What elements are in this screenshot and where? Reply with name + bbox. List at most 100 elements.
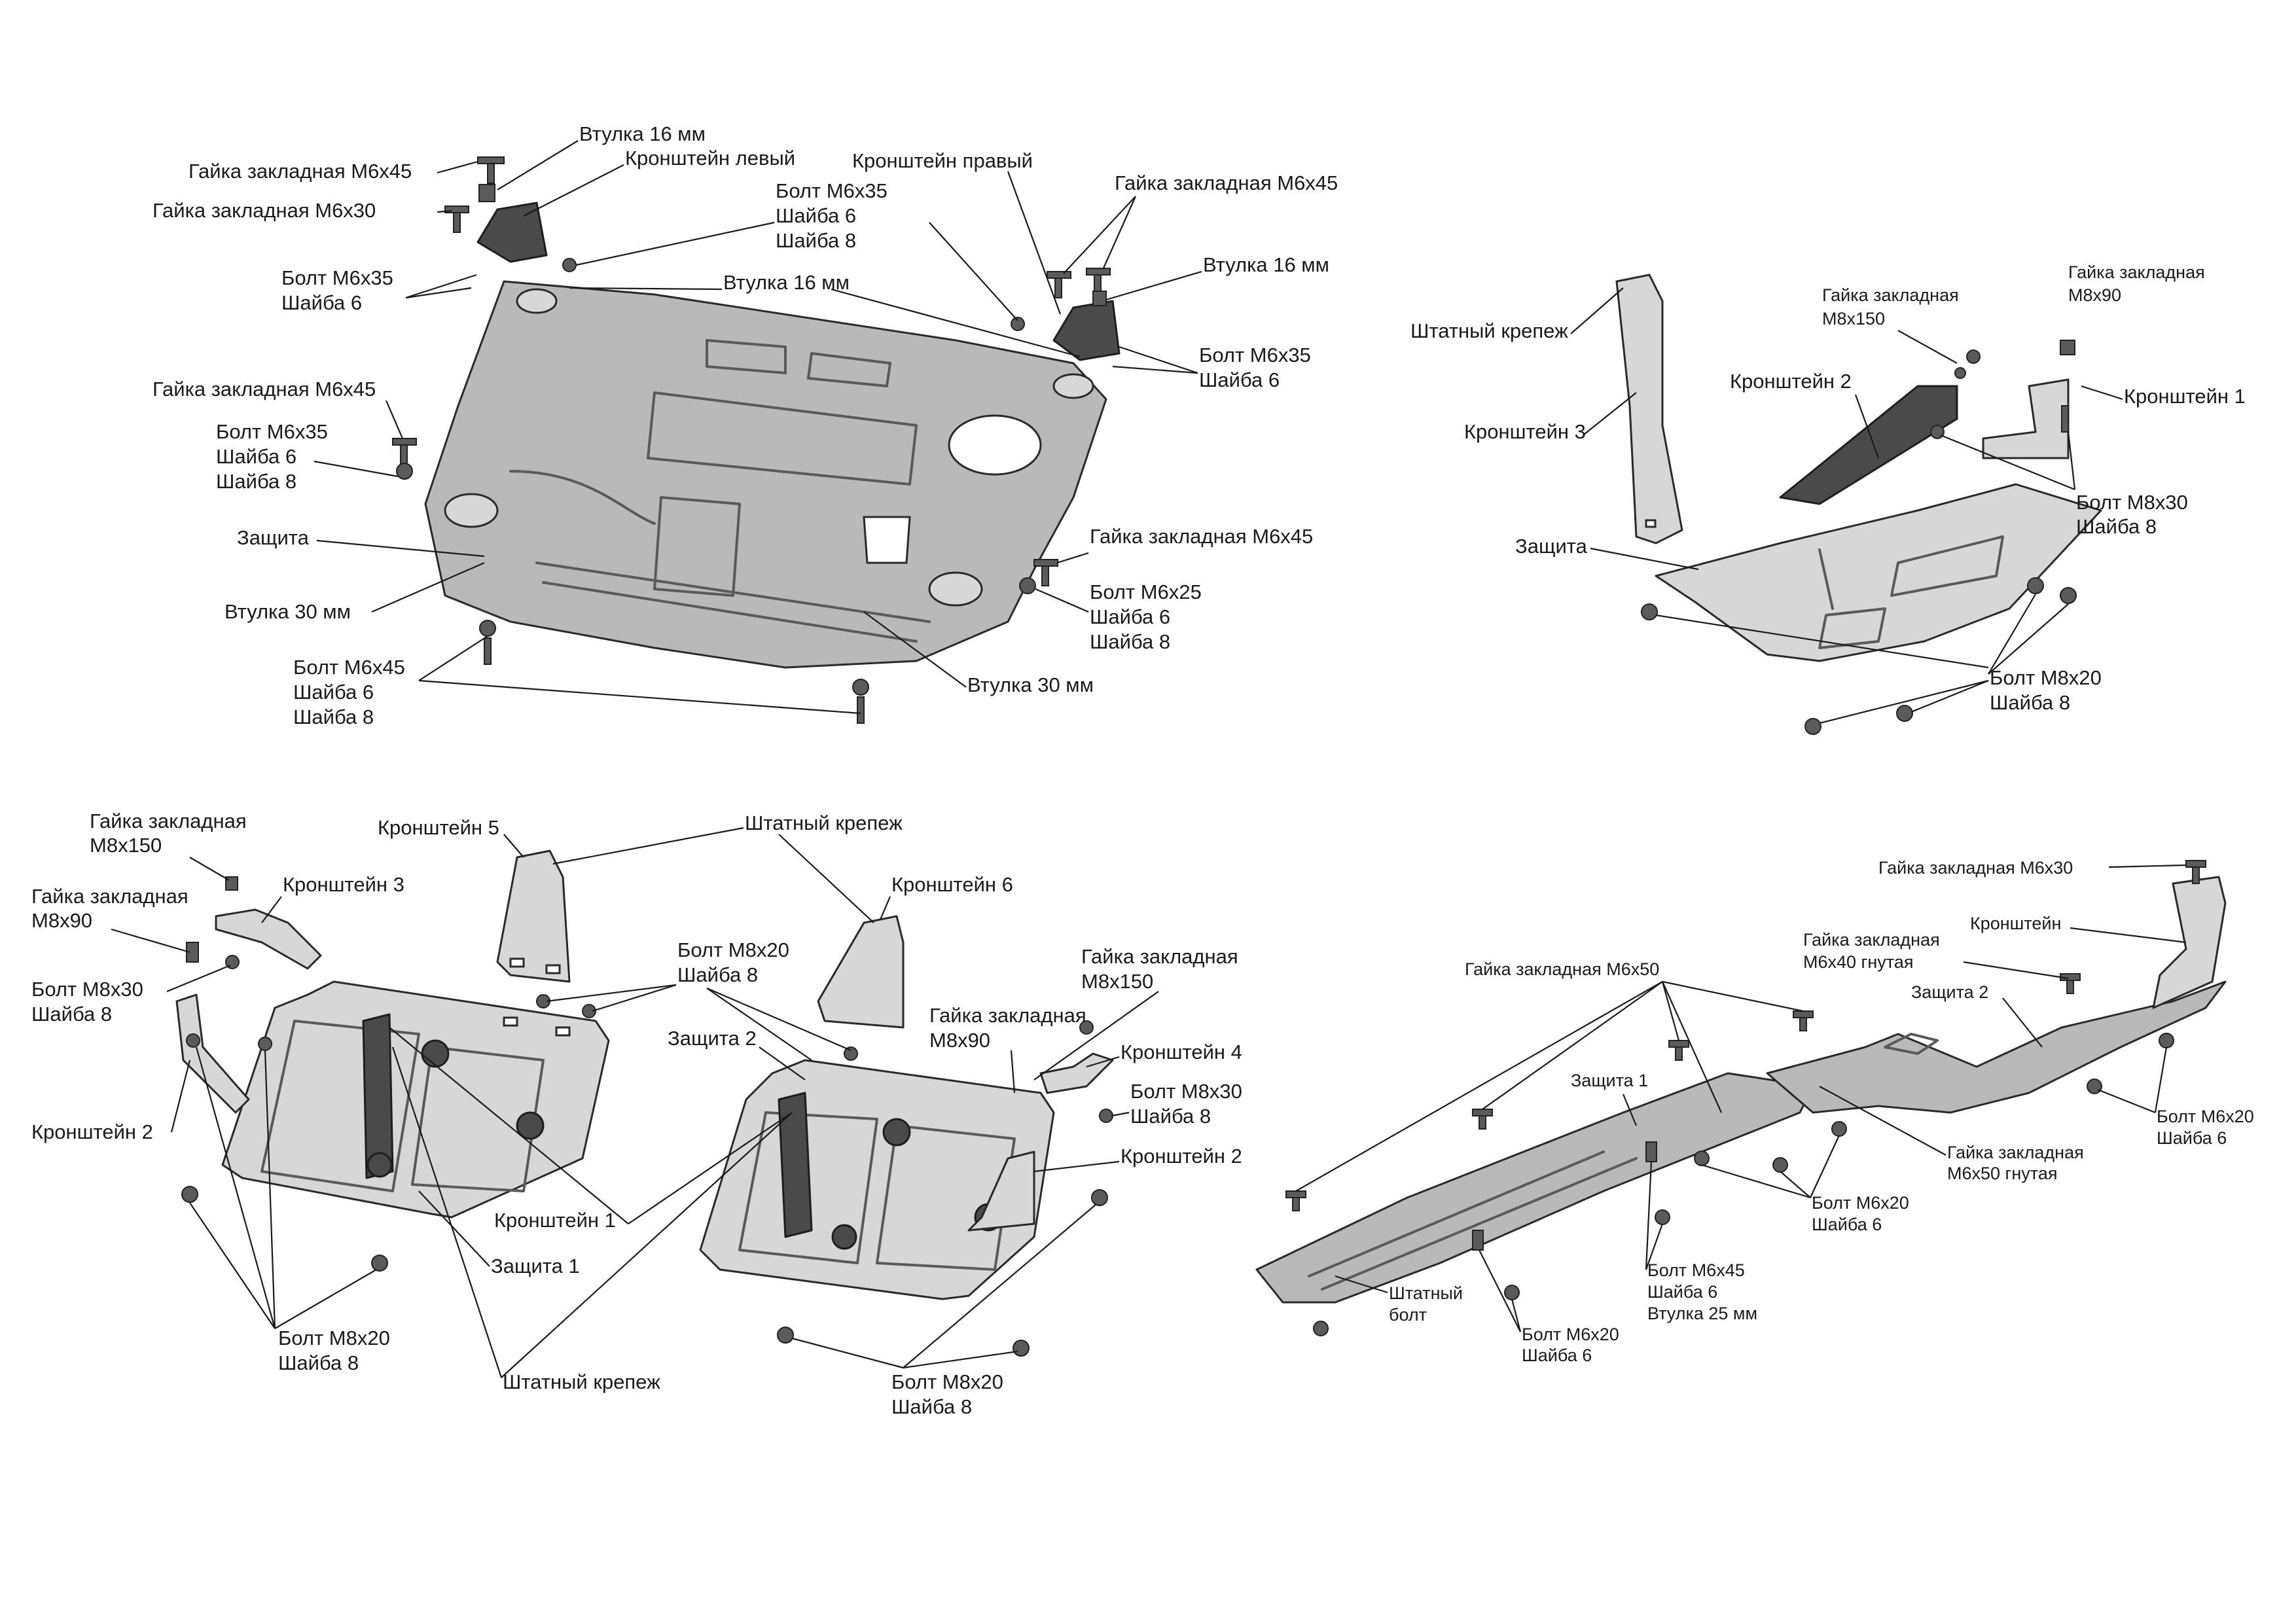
label-nut-bent-a1: Гайка закладная xyxy=(1803,930,1940,950)
label-nut-bl-c1: Гайка закладная xyxy=(929,1004,1086,1027)
label-std-bolt-1: Штатный xyxy=(1389,1283,1463,1303)
label-nut-m6x50: Гайка закладная М6х50 xyxy=(1465,959,1659,979)
label-bushing-25: Втулка 25 мм xyxy=(1647,1304,1757,1323)
label-bracket-2-tr: Кронштейн 2 xyxy=(1730,370,1852,393)
bracket-1-top xyxy=(1982,378,2070,459)
label-nut-tr-b2: М8х90 xyxy=(2068,285,2121,305)
label-washer-8-bl-c: Шайба 8 xyxy=(278,1351,359,1374)
label-nut-tr-a1: Гайка закладная xyxy=(1822,285,1959,305)
label-washer-8-bl-a: Шайба 8 xyxy=(677,963,758,986)
label-washer-8-d: Шайба 8 xyxy=(216,470,296,493)
label-bolt-m8x30-tr: Болт М8х30 xyxy=(2076,491,2188,514)
label-washer-6-c: Шайба 6 xyxy=(1199,368,1280,391)
label-skid-plate-tr: Защита xyxy=(1515,535,1588,558)
label-bolt-m6x20-br-c: Болт М6х20 xyxy=(1522,1325,1619,1344)
label-nut-bent-a2: М6х40 гнутая xyxy=(1803,952,1914,972)
label-nut-bl-d1: Гайка закладная xyxy=(1081,945,1238,968)
bracket-2-br xyxy=(967,1150,1035,1232)
label-washer-6-br-d: Шайба 6 xyxy=(1522,1346,1592,1365)
label-washer-8-tr: Шайба 8 xyxy=(2076,515,2157,538)
label-washer-8-bl-d: Шайба 8 xyxy=(891,1395,972,1418)
label-bolt-m6x45-br: Болт М6х45 xyxy=(1647,1260,1745,1280)
label-nut-bent-b1: Гайка закладная xyxy=(1947,1143,2084,1162)
label-nut-m6x45-a: Гайка закладная М6х45 xyxy=(188,160,412,183)
label-washer-6-b: Шайба 6 xyxy=(281,291,362,314)
engine-plate-labels: Гайка закладная М6х45 Втулка 16 мм Кронш… xyxy=(152,122,1338,728)
label-std-fastener-tr: Штатный крепеж xyxy=(1410,319,1568,342)
label-bolt-m8x20-bl-c: Болт М8х20 xyxy=(891,1370,1003,1393)
label-bolt-m8x20-tr: Болт М8х20 xyxy=(1990,666,2102,689)
engine-skid-plate-assembly xyxy=(392,156,1121,724)
label-nut-tr-a2: М8х150 xyxy=(1822,309,1885,329)
label-washer-6-br-c: Шайба 6 xyxy=(1647,1282,1717,1302)
label-nut-bl-c2: М8х90 xyxy=(929,1029,990,1052)
label-nut-bl-b1: Гайка закладная xyxy=(31,885,188,908)
label-std-bolt-2: болт xyxy=(1389,1305,1427,1325)
label-bushing-16-b: Втулка 16 мм xyxy=(723,271,850,294)
bracket-2-bl xyxy=(175,993,250,1114)
bracket-1-right xyxy=(778,1092,813,1238)
label-nut-m6x30: Гайка закладная М6х30 xyxy=(152,199,376,222)
label-bracket-2-bl: Кронштейн 2 xyxy=(31,1120,153,1143)
label-bushing-16-c: Втулка 16 мм xyxy=(1203,253,1329,276)
small-skid-plate xyxy=(1655,483,2102,662)
dual-plate-labels: Гайка закладная М8х150 Гайка закладная М… xyxy=(31,810,1242,1418)
label-washer-6-d: Шайба 6 xyxy=(216,445,296,468)
small-plate-labels: Штатный крепеж Кронштейн 3 Гайка закладн… xyxy=(1410,262,2246,724)
label-protection-2-br: Защита 2 xyxy=(1911,982,1988,1002)
long-plate-assembly xyxy=(1255,860,2227,1336)
label-bushing-30-b: Втулка 30 мм xyxy=(967,673,1094,696)
label-bracket-3-tr: Кронштейн 3 xyxy=(1464,420,1586,443)
protection-1 xyxy=(221,980,610,1219)
dual-plate-assembly xyxy=(175,849,1114,1357)
label-std-fastener-bl-b: Штатный крепеж xyxy=(503,1370,660,1393)
bracket-3-bl xyxy=(215,908,322,970)
label-washer-6-br-b: Шайба 6 xyxy=(1812,1215,1882,1234)
label-bracket-6: Кронштейн 6 xyxy=(891,873,1013,896)
label-protection-1: Защита 1 xyxy=(491,1255,580,1277)
label-nut-bent-b2: М6х50 гнутая xyxy=(1947,1164,2058,1183)
label-bolt-m6x35-b: Болт М6х35 xyxy=(281,266,393,289)
label-bracket-5: Кронштейн 5 xyxy=(378,816,499,839)
label-bolt-m6x20-br-b: Болт М6х20 xyxy=(1812,1193,1909,1213)
bracket-4 xyxy=(1039,1052,1114,1094)
label-bolt-m6x35-a: Болт М6х35 xyxy=(776,179,888,202)
label-bolt-m8x30-bl-b: Болт М8х30 xyxy=(1130,1080,1242,1103)
label-washer-8-tr-b: Шайба 8 xyxy=(1990,691,2070,714)
label-nut-m6x30-br: Гайка закладная М6х30 xyxy=(1878,858,2073,878)
label-washer-8-f: Шайба 8 xyxy=(293,705,374,728)
label-bracket-br: Кронштейн xyxy=(1970,914,2061,933)
label-washer-8-a: Шайба 8 xyxy=(776,229,856,252)
label-std-fastener-bl-a: Штатный крепеж xyxy=(745,812,903,834)
label-bolt-m8x20-bl-a: Болт М8х20 xyxy=(677,938,789,961)
long-plate-labels: Гайка закладная М6х30 Кронштейн Гайка за… xyxy=(1295,858,2254,1365)
label-washer-6-br-a: Шайба 6 xyxy=(2157,1128,2227,1148)
label-skid-plate: Защита xyxy=(237,526,310,549)
label-bracket-left: Кронштейн левый xyxy=(625,147,795,169)
label-nut-m6x45-d: Гайка закладная М6х45 xyxy=(1090,525,1313,548)
label-bolt-m6x35-d: Болт М6х35 xyxy=(216,420,328,443)
left-bracket xyxy=(476,202,548,263)
label-washer-8-bl: Шайба 8 xyxy=(31,1003,112,1026)
long-protection-2 xyxy=(1766,980,2227,1114)
label-protection-2-bl: Защита 2 xyxy=(668,1027,757,1050)
label-bracket-2-br: Кронштейн 2 xyxy=(1121,1145,1242,1168)
label-washer-8-bl-b: Шайба 8 xyxy=(1130,1105,1211,1128)
label-bolt-m8x30-bl: Болт М8х30 xyxy=(31,978,143,1001)
bracket-5 xyxy=(496,849,571,983)
label-protection-1-br: Защита 1 xyxy=(1571,1071,1648,1090)
label-washer-6-e: Шайба 6 xyxy=(1090,605,1170,628)
label-bracket-3-bl: Кронштейн 3 xyxy=(283,873,404,896)
label-washer-8-e: Шайба 8 xyxy=(1090,630,1170,653)
label-bushing-16-a: Втулка 16 мм xyxy=(579,122,706,145)
label-washer-6-a: Шайба 6 xyxy=(776,204,856,227)
bracket-2-top xyxy=(1779,385,1958,505)
label-nut-bl-b2: М8х90 xyxy=(31,909,92,932)
label-nut-tr-b1: Гайка закладная xyxy=(2068,262,2205,282)
label-washer-6-f: Шайба 6 xyxy=(293,681,374,704)
label-bracket-4: Кронштейн 4 xyxy=(1121,1041,1242,1063)
bracket-3-top xyxy=(1615,274,1683,544)
long-bracket xyxy=(2152,876,2227,1009)
label-nut-m6x45-c: Гайка закладная М6х45 xyxy=(152,378,376,401)
